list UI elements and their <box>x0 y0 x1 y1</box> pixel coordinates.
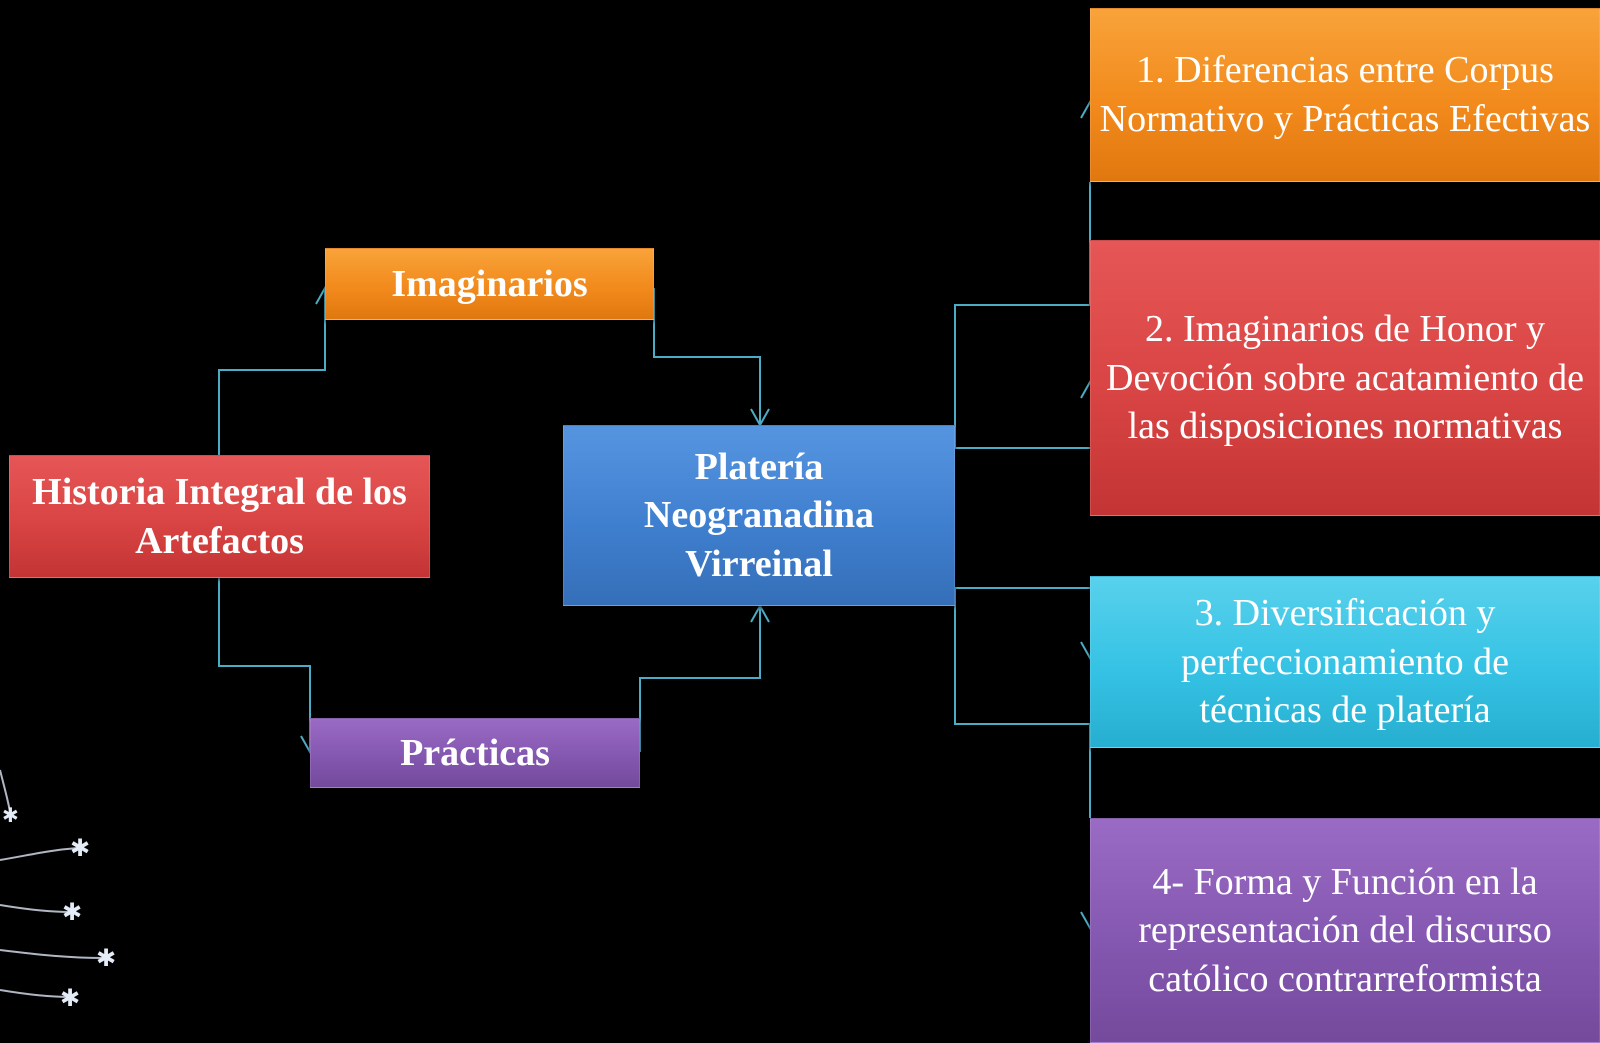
svg-text:✱: ✱ <box>62 898 82 926</box>
svg-text:✱: ✱ <box>2 803 19 827</box>
node-plateria-neogranadina-label: Platería Neogranadina Virreinal <box>643 445 875 585</box>
outcome-4: 4- Forma y Función en la representación … <box>1090 818 1600 1043</box>
svg-text:✱: ✱ <box>96 944 116 972</box>
outcome-2: 2. Imaginarios de Honor y Devoción sobre… <box>1090 240 1600 516</box>
outcome-4-label: 4- Forma y Función en la representación … <box>1138 860 1552 1000</box>
outcome-3: 3. Diversificación y perfeccionamiento d… <box>1090 576 1600 748</box>
connector-imaginarios-plateria <box>653 288 761 425</box>
node-plateria-neogranadina: Platería Neogranadina Virreinal <box>563 425 955 606</box>
node-practicas-label: Prácticas <box>400 731 550 774</box>
node-historia-integral-label: Historia Integral de los Artefactos <box>32 470 407 562</box>
connector-tree-lower <box>954 588 1090 725</box>
node-imaginarios-label: Imaginarios <box>391 262 588 305</box>
connector-tree-upper <box>954 304 1090 448</box>
node-practicas: Prácticas <box>310 718 640 788</box>
decorative-sparkles-graphic: ✱ ✱ ✱ ✱ ✱ <box>0 769 116 1012</box>
node-imaginarios: Imaginarios <box>325 248 654 320</box>
outcome-1-label: 1. Diferencias entre Corpus Normativo y … <box>1099 49 1591 140</box>
outcome-3-label: 3. Diversificación y perfeccionamiento d… <box>1180 592 1510 732</box>
svg-text:✱: ✱ <box>70 834 90 862</box>
outcome-1: 1. Diferencias entre Corpus Normativo y … <box>1090 8 1600 182</box>
node-historia-integral: Historia Integral de los Artefactos <box>9 455 430 578</box>
outcome-2-label: 2. Imaginarios de Honor y Devoción sobre… <box>1106 308 1584 448</box>
svg-text:✱: ✱ <box>60 984 80 1012</box>
connector-practicas-plateria <box>639 606 761 752</box>
connector-historia-practicas <box>218 578 311 752</box>
connector-historia-imaginarios <box>218 288 326 455</box>
arrowhead-up <box>750 603 770 623</box>
